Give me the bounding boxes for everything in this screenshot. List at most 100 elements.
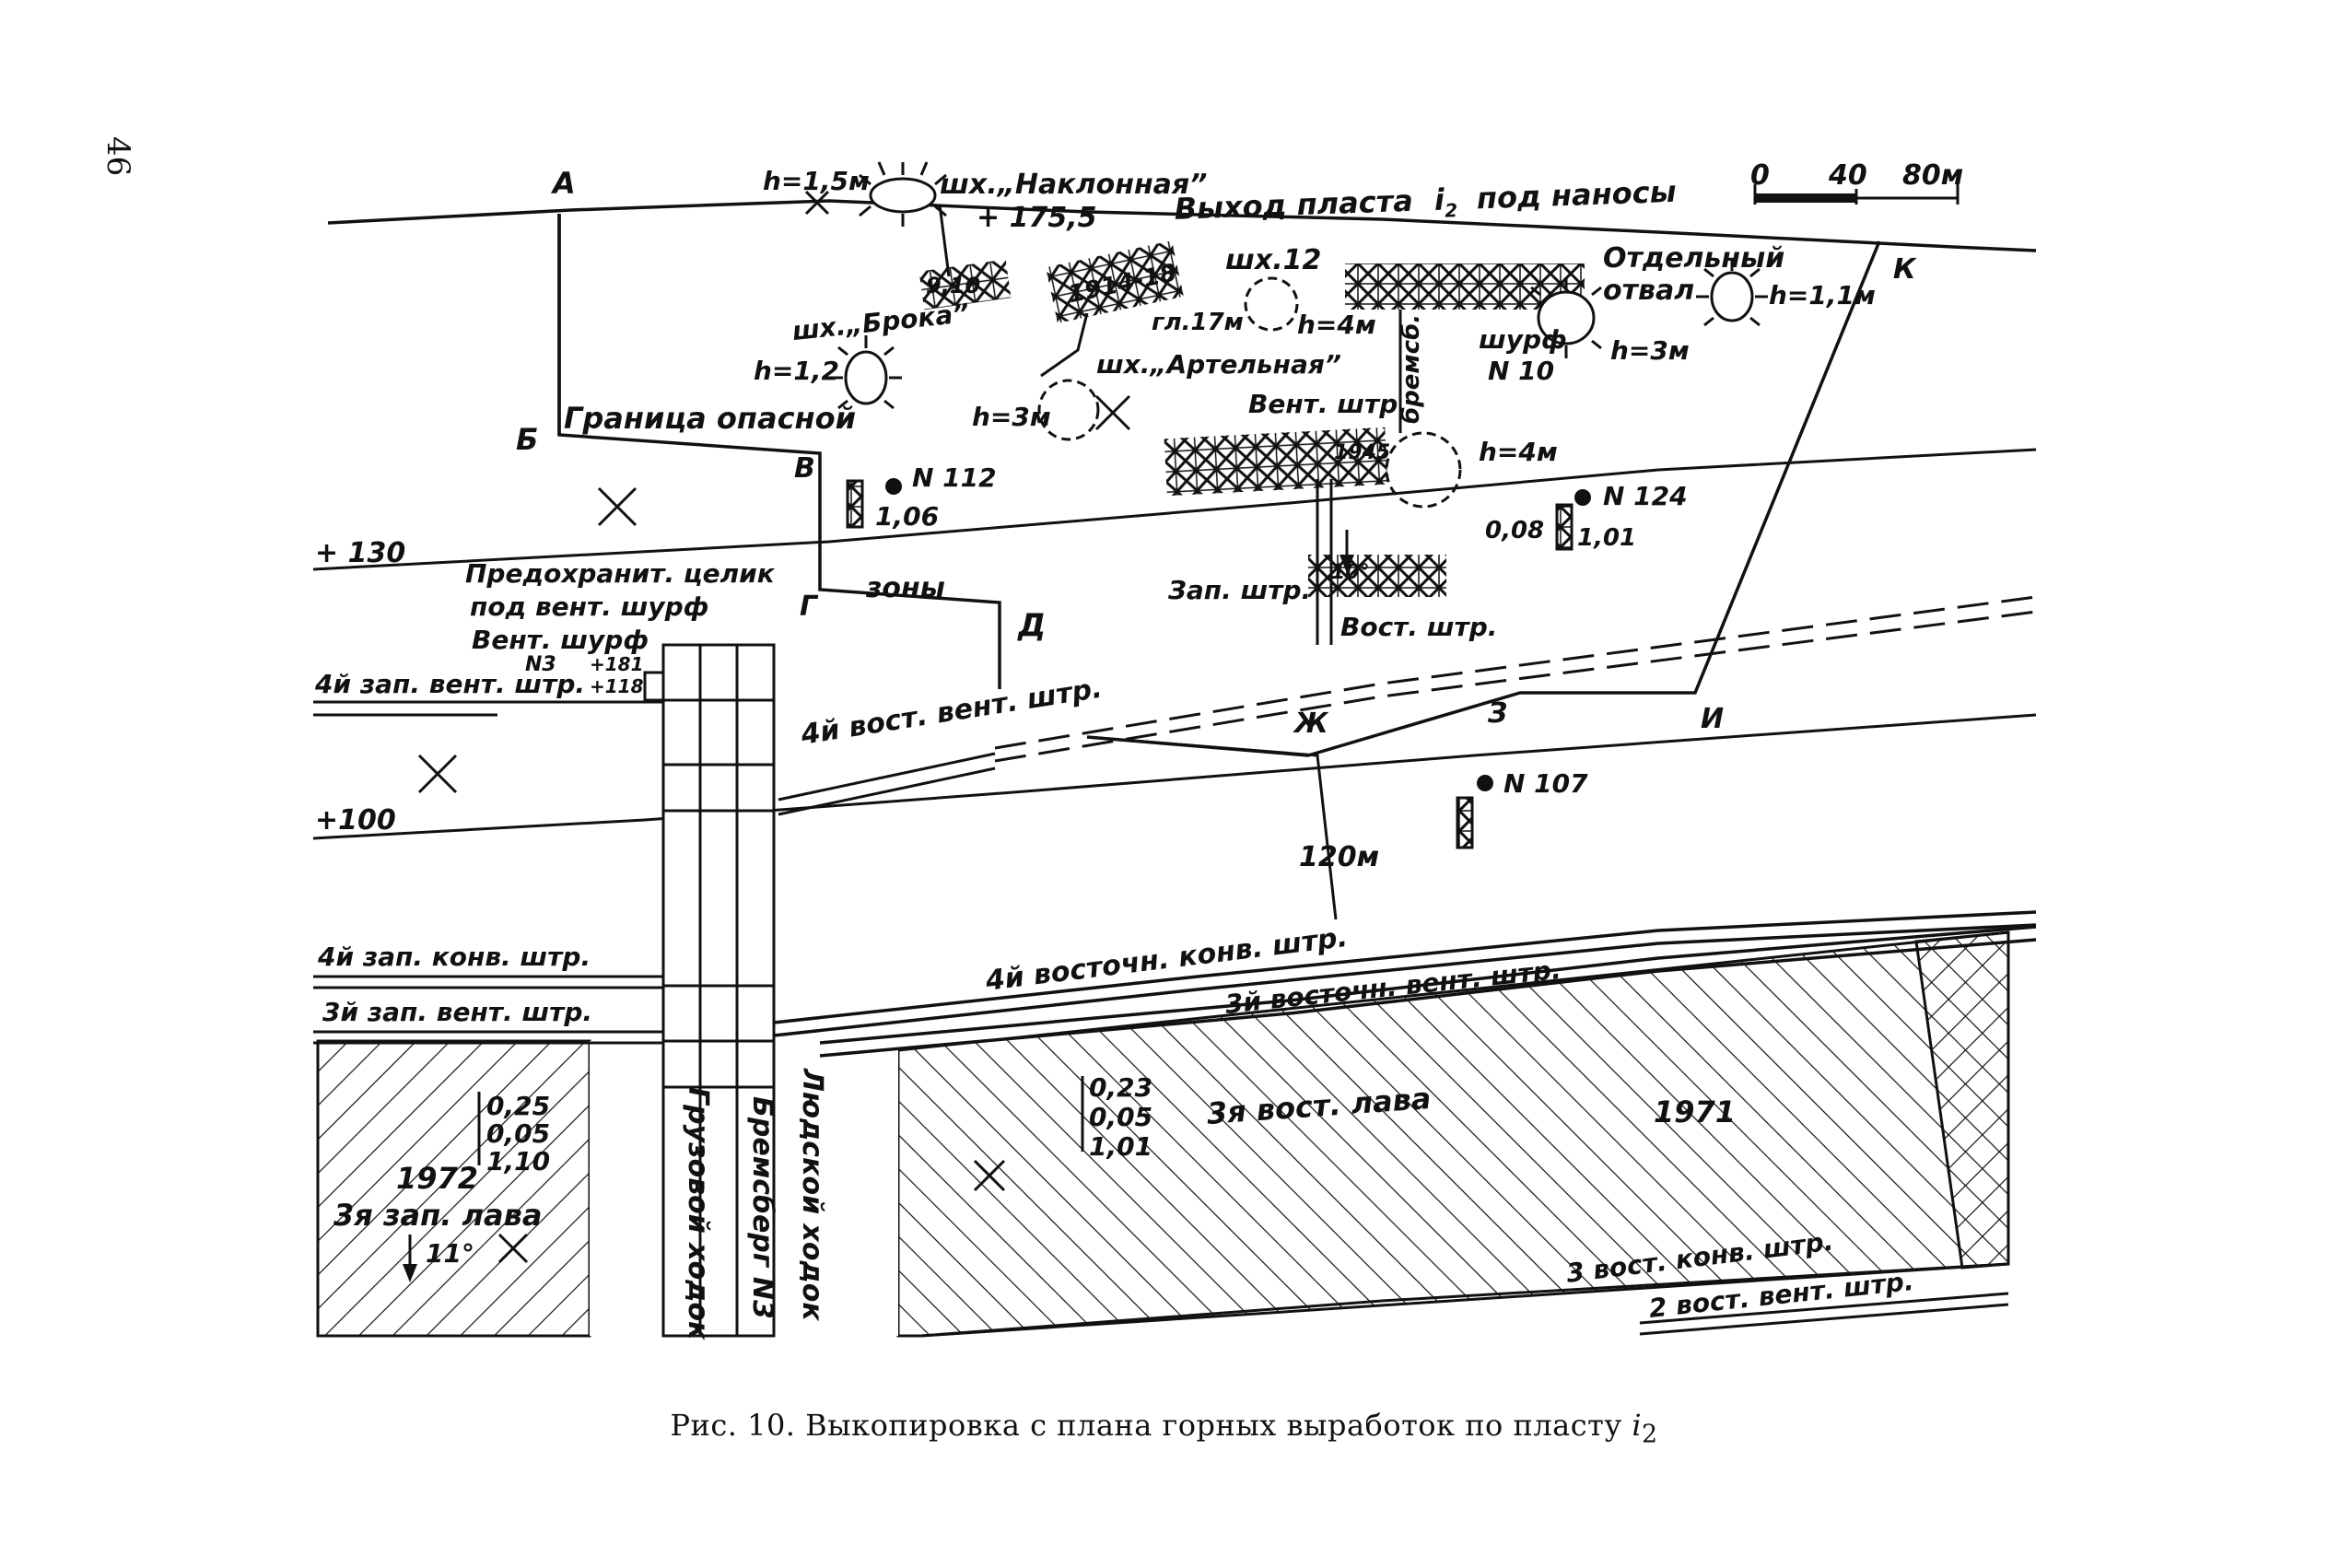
artelnaya-h: h=3м [972, 402, 1051, 432]
sh-dip-arrow [1339, 530, 1354, 573]
caption-seam-sub: 2 [1642, 1420, 1658, 1449]
vost2-vent-drift [1639, 1292, 2009, 1325]
scale-bar: 0 40 80м [1750, 159, 1963, 205]
vost4-vent-drift-dashed-2 [994, 610, 2037, 763]
point-A: А [550, 166, 576, 201]
artelnaya-name: шх.„Артельная” [1096, 349, 1341, 380]
cross-mark-4 [973, 1159, 1006, 1192]
figure-caption: Рис. 10. Выкопировка с плана горных выра… [0, 1408, 2328, 1448]
pillar-line1: Предохранит. целик [465, 558, 776, 589]
svg-text:Выход пласта i2: Выход пласта i2 под наносы [1174, 174, 1677, 234]
outcrop-label: Выход пласта i2 под наносы [1174, 174, 1677, 234]
contour-100 [312, 713, 2037, 840]
naklonnaya-name: шх.„Наклонная” [940, 169, 1208, 201]
sh12-h: h=4м [1297, 310, 1376, 340]
broka-dump [830, 335, 902, 410]
h4m-vent: h=4м [1479, 437, 1558, 467]
distance-line [1086, 735, 1338, 920]
vost4-vent-drift-b [778, 766, 996, 816]
sh12-name: шх.12 [1225, 244, 1321, 276]
pillar-line2: под вент. шурф [470, 591, 708, 622]
west-lava-dip: 11° [426, 1238, 474, 1269]
vost3-konv-drift [920, 1262, 2009, 1338]
otval-h: h=1,1м [1769, 280, 1876, 310]
vent-drift-label: Вент. штр. [1248, 389, 1408, 419]
year-1945: 1945 [1334, 441, 1390, 464]
point-D: Д [1017, 607, 1046, 644]
vent-subsidence [1385, 431, 1462, 509]
cross-mark-3 [1094, 394, 1131, 431]
broka-h: h=1,2 [754, 356, 839, 386]
cross-mark-6 [804, 190, 830, 216]
zap-shtr-label: Зап. штр. [1167, 575, 1311, 605]
pillar-n3: N3 [525, 653, 556, 676]
caption-seam: i [1632, 1408, 1643, 1443]
scale-tick-80: 80м [1902, 159, 1963, 192]
outcrop-suffix: под наносы [1476, 174, 1677, 216]
cross-mark-5 [497, 1233, 529, 1264]
vost3-vent-drift [819, 925, 2037, 1045]
artelnaya-workings [1046, 240, 1184, 323]
east-lava-year: 1971 [1654, 1094, 1736, 1129]
east-lava-t2: 0,05 [1089, 1102, 1152, 1132]
outcrop-label-text: Выход пласта [1174, 183, 1413, 227]
west-dip-arrow [403, 1235, 417, 1282]
broka-workings [918, 259, 1012, 310]
scale-tick-40: 40 [1828, 159, 1867, 192]
vost-shtr-label: Вост. штр. [1340, 612, 1497, 642]
vost3-vent-drift-b [819, 938, 2037, 1058]
pillar-line3: Вент. шурф [472, 625, 649, 655]
vent-drift-workings [1164, 427, 1388, 497]
broka-connector [938, 204, 951, 277]
broka-name: шх.„Брока” [790, 298, 970, 346]
borehole-124-label: N 124 [1603, 481, 1688, 511]
sh12-subsidence [1244, 276, 1299, 332]
east-lava-t1: 0,23 [1089, 1072, 1152, 1103]
cross-mark-1 [597, 486, 638, 527]
contour-130-label: + 130 [315, 537, 405, 569]
borehole-124 [1555, 489, 1591, 551]
shurf-dump [1530, 277, 1602, 358]
vost2-vent-drift-b [1639, 1303, 2009, 1336]
caption-text: Рис. 10. Выкопировка с плана горных выра… [670, 1408, 1622, 1443]
borehole-112 [846, 478, 902, 529]
incline-gruz-label: Грузовой ходок [682, 1087, 714, 1340]
zap4-konv-label: 4й зап. конв. штр. [317, 942, 591, 972]
vost4-vent-label: 4й вост. вент. штр. [798, 673, 1105, 752]
zap4-vent-label: 4й зап. вент. штр. [314, 669, 585, 699]
artelnaya-connector [1040, 312, 1089, 378]
danger-zone-line1: Граница опасной [564, 401, 856, 436]
incline-lyud-label: Людской ходок [796, 1068, 828, 1321]
shurf-name: шурф [1479, 324, 1567, 355]
contour-130 [312, 448, 2037, 571]
otval-dump [1696, 258, 1768, 327]
west-lava-year: 1972 [396, 1161, 478, 1196]
outcrop-seam: i [1433, 182, 1445, 217]
outcrop-seam-sub: 2 [1445, 199, 1458, 221]
borehole-124-value-b: 1,01 [1577, 524, 1636, 552]
vost4-vent-drift [778, 752, 996, 802]
west-lava-name: 3я зап. лава [333, 1198, 542, 1233]
vost-drift-workings [1308, 555, 1446, 597]
vost4-konv-drift [773, 910, 2037, 1024]
danger-zone-line2: зоны [865, 572, 945, 604]
point-V: В [794, 452, 815, 485]
bremsberg-upper-label: бремсб. [1398, 314, 1425, 424]
broka-years: 9,10 [926, 273, 980, 298]
point-G: Г [800, 591, 819, 623]
west-lava-t3: 1,10 [486, 1146, 550, 1176]
point-B: Б [516, 422, 538, 457]
east-lava-t3: 1,01 [1089, 1131, 1152, 1162]
naklonnaya-elev: + 175,5 [977, 202, 1096, 234]
shurf-number: N 10 [1488, 356, 1554, 386]
dip-10: 10° [1331, 561, 1370, 584]
otval-name-1: Отдельный [1603, 242, 1784, 275]
west-lava-t2: 0,05 [486, 1118, 550, 1149]
cross-mark-2 [417, 754, 458, 794]
contour-100-label: +100 [315, 804, 396, 837]
borehole-107 [1456, 775, 1493, 849]
west-lava-t1: 0,25 [486, 1091, 550, 1121]
borehole-107-label: N 107 [1503, 768, 1588, 799]
